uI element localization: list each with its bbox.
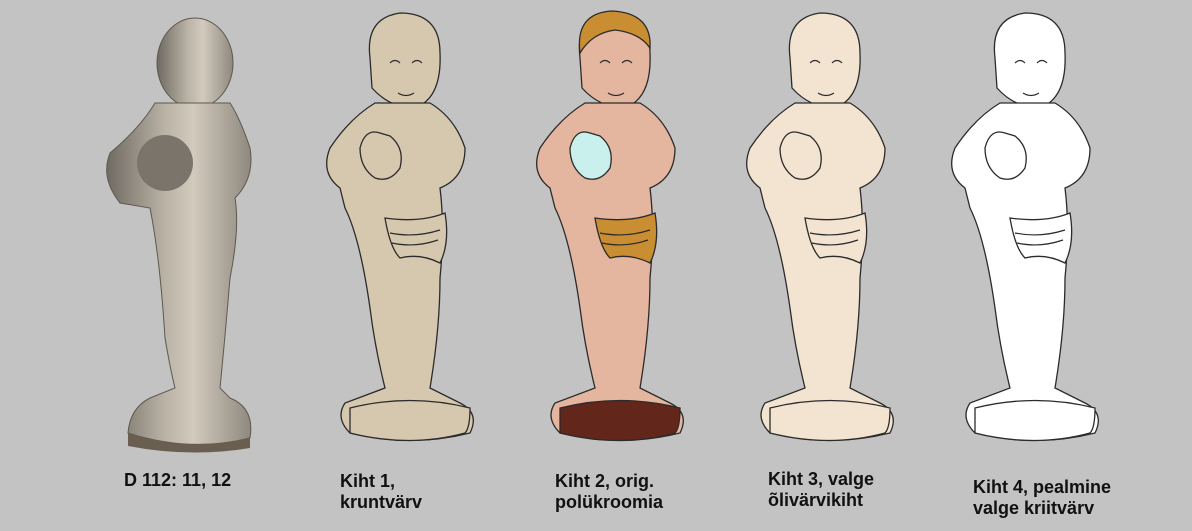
caption-line: D 112: 11, 12 [124, 470, 231, 491]
caption-sample: D 112: 11, 12 [124, 470, 231, 491]
caption-line: Kiht 3, valge [768, 469, 874, 490]
caption-layer2: Kiht 2, orig. polükroomia [555, 471, 663, 513]
caption-line: kruntvärv [340, 492, 422, 513]
caption-layer1: Kiht 1, kruntvärv [340, 471, 422, 513]
caption-line: polükroomia [555, 492, 663, 513]
photo-statue-shape [107, 18, 251, 444]
layer2-figure [500, 8, 730, 458]
caption-line: õlivärvikiht [768, 490, 874, 511]
caption-layer3: Kiht 3, valge õlivärvikiht [768, 469, 874, 511]
caption-line: valge kriitvärv [973, 498, 1111, 519]
layer3-figure [710, 8, 940, 458]
caption-line: Kiht 2, orig. [555, 471, 663, 492]
sculpture-photo [80, 8, 310, 458]
caption-line: Kiht 1, [340, 471, 422, 492]
layer1-figure [290, 8, 520, 458]
caption-line: Kiht 4, pealmine [973, 477, 1111, 498]
caption-layer4: Kiht 4, pealmine valge kriitvärv [973, 477, 1111, 519]
layer4-figure [915, 8, 1145, 458]
